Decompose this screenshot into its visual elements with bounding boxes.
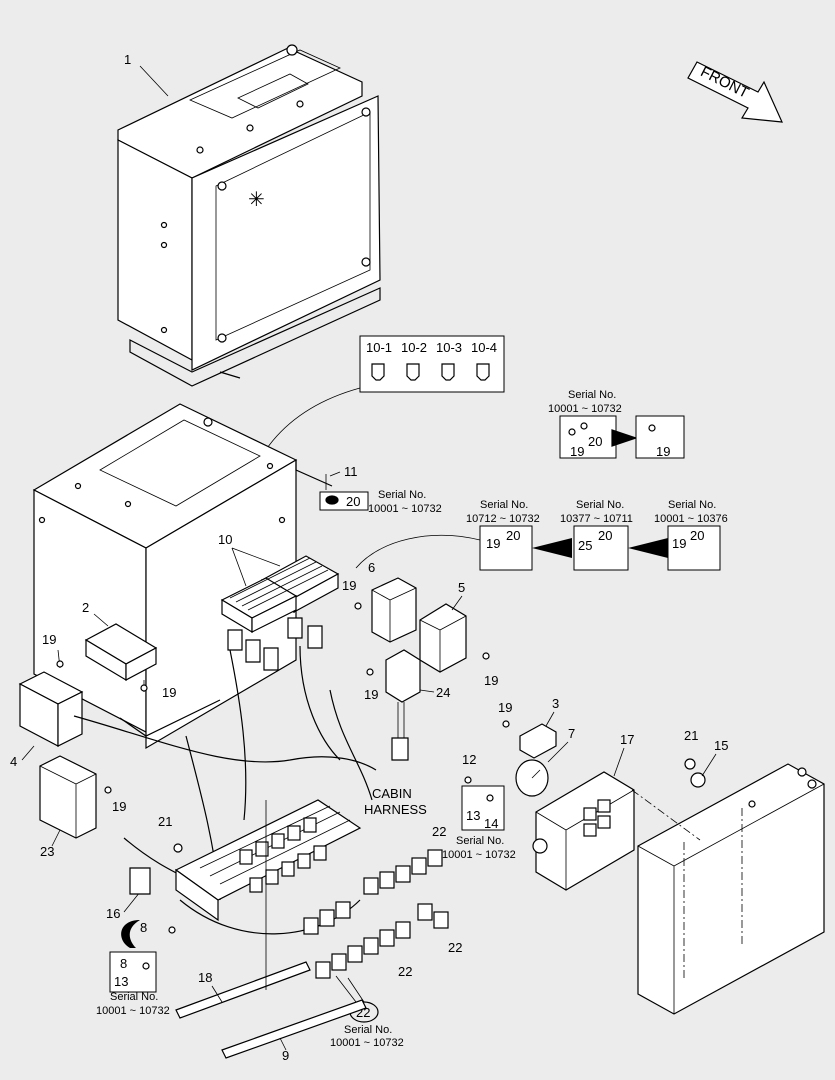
fan-icon: ✳ — [248, 189, 265, 211]
serial-title-left: Serial No. — [110, 991, 158, 1003]
label-21-a: 21 — [158, 814, 172, 829]
part-17-controller: 17 — [532, 732, 635, 891]
callout-11-20: 11 20 Serial No. 10001 ~ 10732 — [319, 464, 442, 515]
label-22-c: 22 — [398, 964, 412, 979]
fuse-panel: 10-1 10-2 10-3 10-4 — [231, 335, 505, 529]
loose-relays: 22 22 22 22 Serial No. 10001 ~ 10732 — [303, 824, 462, 1049]
label-22-a: 22 — [432, 824, 446, 839]
label-20-s2: 20 — [506, 528, 520, 543]
label-4: 4 — [10, 754, 17, 769]
label-19-d: 19 — [342, 578, 356, 593]
label-19-c: 19 — [112, 799, 126, 814]
cabin-harness-label-2: HARNESS — [364, 802, 427, 817]
serial-range-r4: 10001 ~ 10376 — [654, 513, 728, 525]
relay-block: 21 16 — [106, 799, 362, 922]
fuse-blocks: 10 — [218, 532, 340, 671]
label-8-a: 8 — [140, 920, 147, 935]
label-23: 23 — [40, 844, 54, 859]
serial-range-bottom: 10001 ~ 10732 — [330, 1037, 404, 1049]
fuse-label-4: 10-4 — [471, 340, 497, 355]
part-5: 5 19 — [419, 580, 498, 688]
label-19-g: 19 — [498, 700, 512, 715]
label-20-s4: 20 — [690, 528, 704, 543]
serial-range-r2: 10712 ~ 10732 — [466, 513, 540, 525]
label-19-s1: 19 — [570, 444, 584, 459]
label-22-b: 22 — [448, 940, 462, 955]
label-20-a: 20 — [346, 494, 360, 509]
part-23: 23 19 — [39, 755, 126, 859]
serial-title-top: Serial No. — [568, 389, 616, 401]
label-5: 5 — [458, 580, 465, 595]
callout-8-13: 8 8 13 Serial No. 10001 ~ 10732 — [96, 920, 176, 1017]
label-16: 16 — [106, 906, 120, 921]
label-9: 9 — [282, 1048, 289, 1063]
serial-range-a: 10001 ~ 10732 — [368, 503, 442, 515]
label-8-b: 8 — [120, 956, 127, 971]
serial-title-bottom: Serial No. — [344, 1024, 392, 1036]
serial-title-right: Serial No. — [456, 835, 504, 847]
part-7: 7 — [515, 726, 575, 797]
label-17: 17 — [620, 732, 634, 747]
serial-title-r2: Serial No. — [480, 499, 528, 511]
label-19-s3: 19 — [486, 536, 500, 551]
label-2: 2 — [82, 600, 89, 615]
front-arrow: FRONT — [687, 61, 783, 123]
label-18: 18 — [198, 970, 212, 985]
serial-title-r3: Serial No. — [576, 499, 624, 511]
relay-row-top — [239, 817, 327, 893]
fuse-label-1: 10-1 — [366, 340, 392, 355]
serial-block-top: Serial No. 10001 ~ 10732 20 19 19 — [548, 389, 685, 459]
part-4: 19 4 — [10, 632, 84, 769]
serial-title-r4: Serial No. — [668, 499, 716, 511]
label-15: 15 — [714, 738, 728, 753]
label-19-a: 19 — [42, 632, 56, 647]
label-13: 13 — [114, 974, 128, 989]
mounting-strips: 18 9 — [175, 800, 367, 1063]
serial-range-r3: 10377 ~ 10711 — [560, 513, 633, 525]
label-14: 14 — [484, 816, 498, 831]
part-24: 24 19 — [364, 649, 450, 761]
label-11: 11 — [344, 464, 358, 479]
part-6: 6 19 — [342, 560, 417, 643]
label-21-b: 21 — [684, 728, 698, 743]
serial-chain: Serial No. 10712 ~ 10732 19 20 Serial No… — [355, 499, 728, 571]
serial-range-top: 10001 ~ 10732 — [548, 403, 622, 415]
callout-1: 1 — [124, 52, 169, 97]
label-20-s1: 20 — [588, 434, 602, 449]
label-19-s4: 19 — [672, 536, 686, 551]
label-24: 24 — [436, 685, 450, 700]
serial-range-right: 10001 ~ 10732 — [442, 849, 516, 861]
part-3: 3 19 — [498, 696, 559, 759]
label-19-s2: 19 — [656, 444, 670, 459]
label-3: 3 — [552, 696, 559, 711]
part-15-21: 21 15 — [684, 728, 728, 788]
cabin-harness-label-1: CABIN — [372, 786, 412, 801]
label-7: 7 — [568, 726, 575, 741]
main-housing: ✳ — [117, 44, 381, 387]
back-plate — [631, 763, 825, 1015]
label-19-f: 19 — [364, 687, 378, 702]
label-19-b: 19 — [162, 685, 176, 700]
label-10: 10 — [218, 532, 232, 547]
fuse-label-2: 10-2 — [401, 340, 427, 355]
fuse-label-3: 10-3 — [436, 340, 462, 355]
label-20-s3: 20 — [598, 528, 612, 543]
label-6: 6 — [368, 560, 375, 575]
label-12: 12 — [462, 752, 476, 767]
label-1: 1 — [124, 52, 131, 67]
serial-range-left: 10001 ~ 10732 — [96, 1005, 170, 1017]
part-2: 2 19 — [82, 600, 176, 700]
serial-title-a: Serial No. — [378, 489, 426, 501]
label-25: 25 — [578, 538, 592, 553]
part-12-13-14: 12 13 14 Serial No. 10001 ~ 10732 — [442, 752, 516, 861]
label-13-b: 13 — [466, 808, 480, 823]
label-19-e: 19 — [484, 673, 498, 688]
